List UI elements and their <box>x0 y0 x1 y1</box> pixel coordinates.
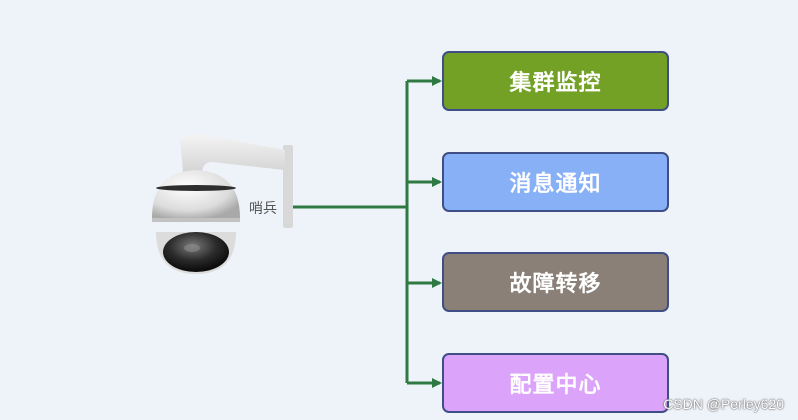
source-label: 哨兵 <box>249 201 277 217</box>
node-box: 消息通知 <box>442 152 669 212</box>
watermark: CSDN @Perley620 <box>663 396 784 412</box>
node-box: 配置中心 <box>442 353 669 413</box>
security-camera-icon <box>152 134 293 274</box>
node-box: 故障转移 <box>442 252 669 312</box>
connector-lines <box>293 76 442 388</box>
node-box: 集群监控 <box>442 51 669 111</box>
